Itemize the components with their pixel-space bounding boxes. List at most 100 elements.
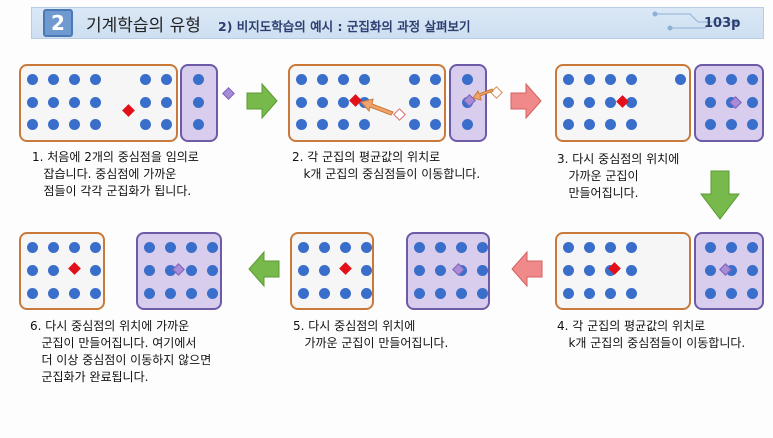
data-point	[90, 242, 101, 253]
data-point	[340, 242, 351, 253]
arrow-left-red-icon	[511, 250, 543, 288]
data-point	[338, 97, 349, 108]
data-point	[409, 119, 420, 130]
data-point	[193, 119, 204, 130]
data-point	[626, 242, 637, 253]
data-point	[27, 265, 38, 276]
data-point	[584, 265, 595, 276]
data-point	[477, 242, 488, 253]
data-point	[296, 74, 307, 85]
data-point	[563, 74, 574, 85]
data-point	[430, 97, 441, 108]
data-point	[48, 265, 59, 276]
data-point	[296, 97, 307, 108]
data-point	[48, 288, 59, 299]
data-point	[605, 288, 616, 299]
step-2-caption: 2. 각 군집의 평균값의 위치로 k개 군집의 중심점들이 이동합니다.	[292, 150, 481, 181]
data-point	[705, 119, 716, 130]
data-point	[626, 265, 637, 276]
data-point	[27, 119, 38, 130]
data-point	[361, 288, 372, 299]
data-point	[584, 288, 595, 299]
data-point	[207, 288, 218, 299]
page-number: 103p	[704, 16, 741, 31]
data-point	[359, 119, 370, 130]
data-point	[165, 288, 176, 299]
data-point	[626, 288, 637, 299]
data-point	[161, 97, 172, 108]
data-point	[186, 288, 197, 299]
data-point	[338, 74, 349, 85]
cluster-a-box	[555, 232, 691, 310]
data-point	[298, 242, 309, 253]
data-point	[563, 288, 574, 299]
arrow-right-green-icon	[246, 82, 278, 120]
data-point	[338, 119, 349, 130]
data-point	[705, 242, 716, 253]
data-point	[48, 97, 59, 108]
data-point	[563, 97, 574, 108]
data-point	[477, 265, 488, 276]
data-point	[90, 97, 101, 108]
data-point	[27, 97, 38, 108]
data-point	[409, 97, 420, 108]
data-point	[747, 119, 758, 130]
move-arrow-orange-icon	[472, 88, 494, 101]
data-point	[165, 265, 176, 276]
data-point	[605, 74, 616, 85]
data-point	[626, 74, 637, 85]
data-point	[69, 74, 80, 85]
data-point	[605, 119, 616, 130]
data-point	[435, 242, 446, 253]
data-point	[675, 74, 686, 85]
data-point	[48, 74, 59, 85]
step-4-caption: 4. 각 군집의 평균값의 위치로 k개 군집의 중심점들이 이동합니다.	[557, 319, 746, 350]
data-point	[317, 97, 328, 108]
data-point	[584, 119, 595, 130]
data-point	[435, 288, 446, 299]
data-point	[90, 119, 101, 130]
data-point	[626, 119, 637, 130]
data-point	[359, 74, 370, 85]
data-point	[414, 242, 425, 253]
data-point	[605, 242, 616, 253]
data-point	[140, 119, 151, 130]
data-point	[69, 288, 80, 299]
data-point	[705, 74, 716, 85]
data-point	[430, 119, 441, 130]
header-bar	[31, 7, 764, 39]
data-point	[193, 74, 204, 85]
slide-subtitle: 2) 비지도학습의 예시 : 군집화의 과정 살펴보기	[218, 19, 471, 34]
data-point	[705, 97, 716, 108]
step-3-caption: 3. 다시 중심점의 위치에 가까운 군집이 만들어집니다.	[557, 152, 680, 200]
data-point	[69, 119, 80, 130]
section-title: 기계학습의 유형	[86, 16, 201, 36]
data-point	[296, 119, 307, 130]
data-point	[430, 74, 441, 85]
data-point	[140, 74, 151, 85]
data-point	[726, 74, 737, 85]
data-point	[27, 74, 38, 85]
data-point	[48, 242, 59, 253]
step-1-caption: 1. 처음에 2개의 중심점을 임의로 잡습니다. 중심점에 가까운 점들이 각…	[32, 150, 199, 198]
data-point	[584, 242, 595, 253]
circuit-decoration-icon	[652, 11, 738, 31]
data-point	[90, 288, 101, 299]
data-point	[462, 119, 473, 130]
data-point	[414, 288, 425, 299]
data-point	[140, 97, 151, 108]
data-point	[435, 265, 446, 276]
data-point	[477, 288, 488, 299]
data-point	[747, 242, 758, 253]
data-point	[563, 265, 574, 276]
data-point	[563, 242, 574, 253]
data-point	[584, 74, 595, 85]
data-point	[207, 242, 218, 253]
data-point	[747, 265, 758, 276]
step-6-caption: 6. 다시 중심점의 위치에 가까운 군집이 만들어집니다. 여기에서 더 이상…	[30, 319, 212, 384]
arrow-right-red-icon	[510, 82, 542, 120]
data-point	[456, 288, 467, 299]
data-point	[90, 74, 101, 85]
data-point	[319, 242, 330, 253]
